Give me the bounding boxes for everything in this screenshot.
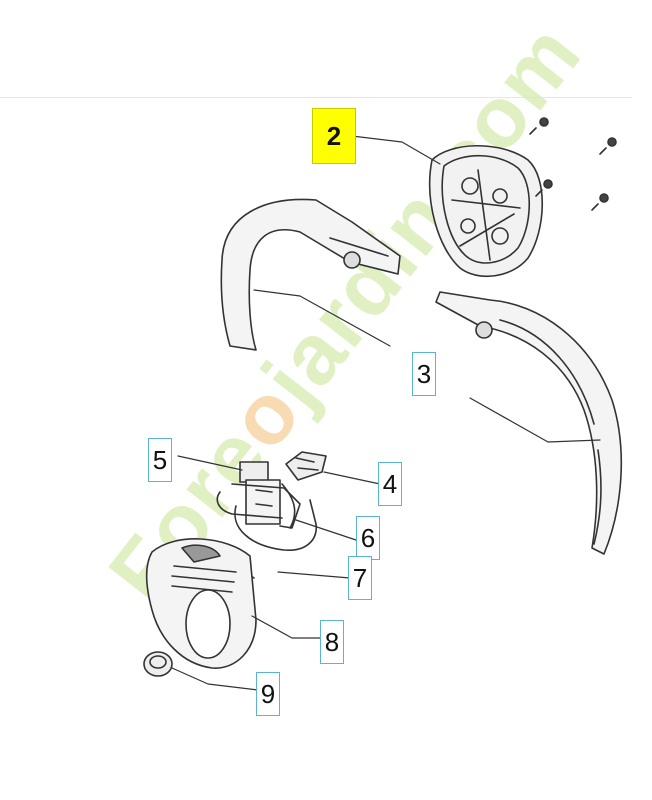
part-9-cap[interactable] — [143, 651, 173, 677]
part-6-wire-clip[interactable] — [216, 483, 301, 529]
callout-3[interactable]: 3 — [412, 352, 436, 396]
callout-8[interactable]: 8 — [320, 620, 344, 664]
callout-7[interactable]: 7 — [348, 556, 372, 600]
leader-9 — [171, 667, 259, 691]
screw-3 — [535, 179, 553, 197]
callout-9[interactable]: 9 — [256, 672, 280, 716]
leader-2 — [351, 135, 441, 165]
screws — [529, 117, 617, 211]
part-2-cover-plate[interactable] — [428, 145, 543, 278]
screw-4 — [591, 193, 609, 211]
leader-8 — [251, 615, 323, 639]
leader-6 — [295, 519, 357, 541]
part-8-housing[interactable] — [145, 538, 257, 669]
leader-3b — [469, 397, 601, 443]
callout-5[interactable]: 5 — [148, 438, 172, 482]
part-3-handle-right[interactable] — [435, 291, 623, 555]
leader-7 — [277, 571, 351, 579]
leader-5 — [177, 455, 243, 471]
screw-2 — [599, 137, 617, 155]
top-divider — [0, 97, 632, 98]
leader-3a — [253, 289, 391, 347]
leader-4 — [323, 471, 381, 485]
leader-lines — [171, 135, 601, 691]
callout-4[interactable]: 4 — [378, 462, 402, 506]
part-4-wire-connector[interactable] — [285, 451, 327, 481]
part-3-handle-left[interactable] — [220, 198, 401, 351]
callout-2[interactable]: 2 — [312, 108, 356, 164]
screw-1 — [529, 117, 549, 135]
callout-6[interactable]: 6 — [356, 516, 380, 560]
